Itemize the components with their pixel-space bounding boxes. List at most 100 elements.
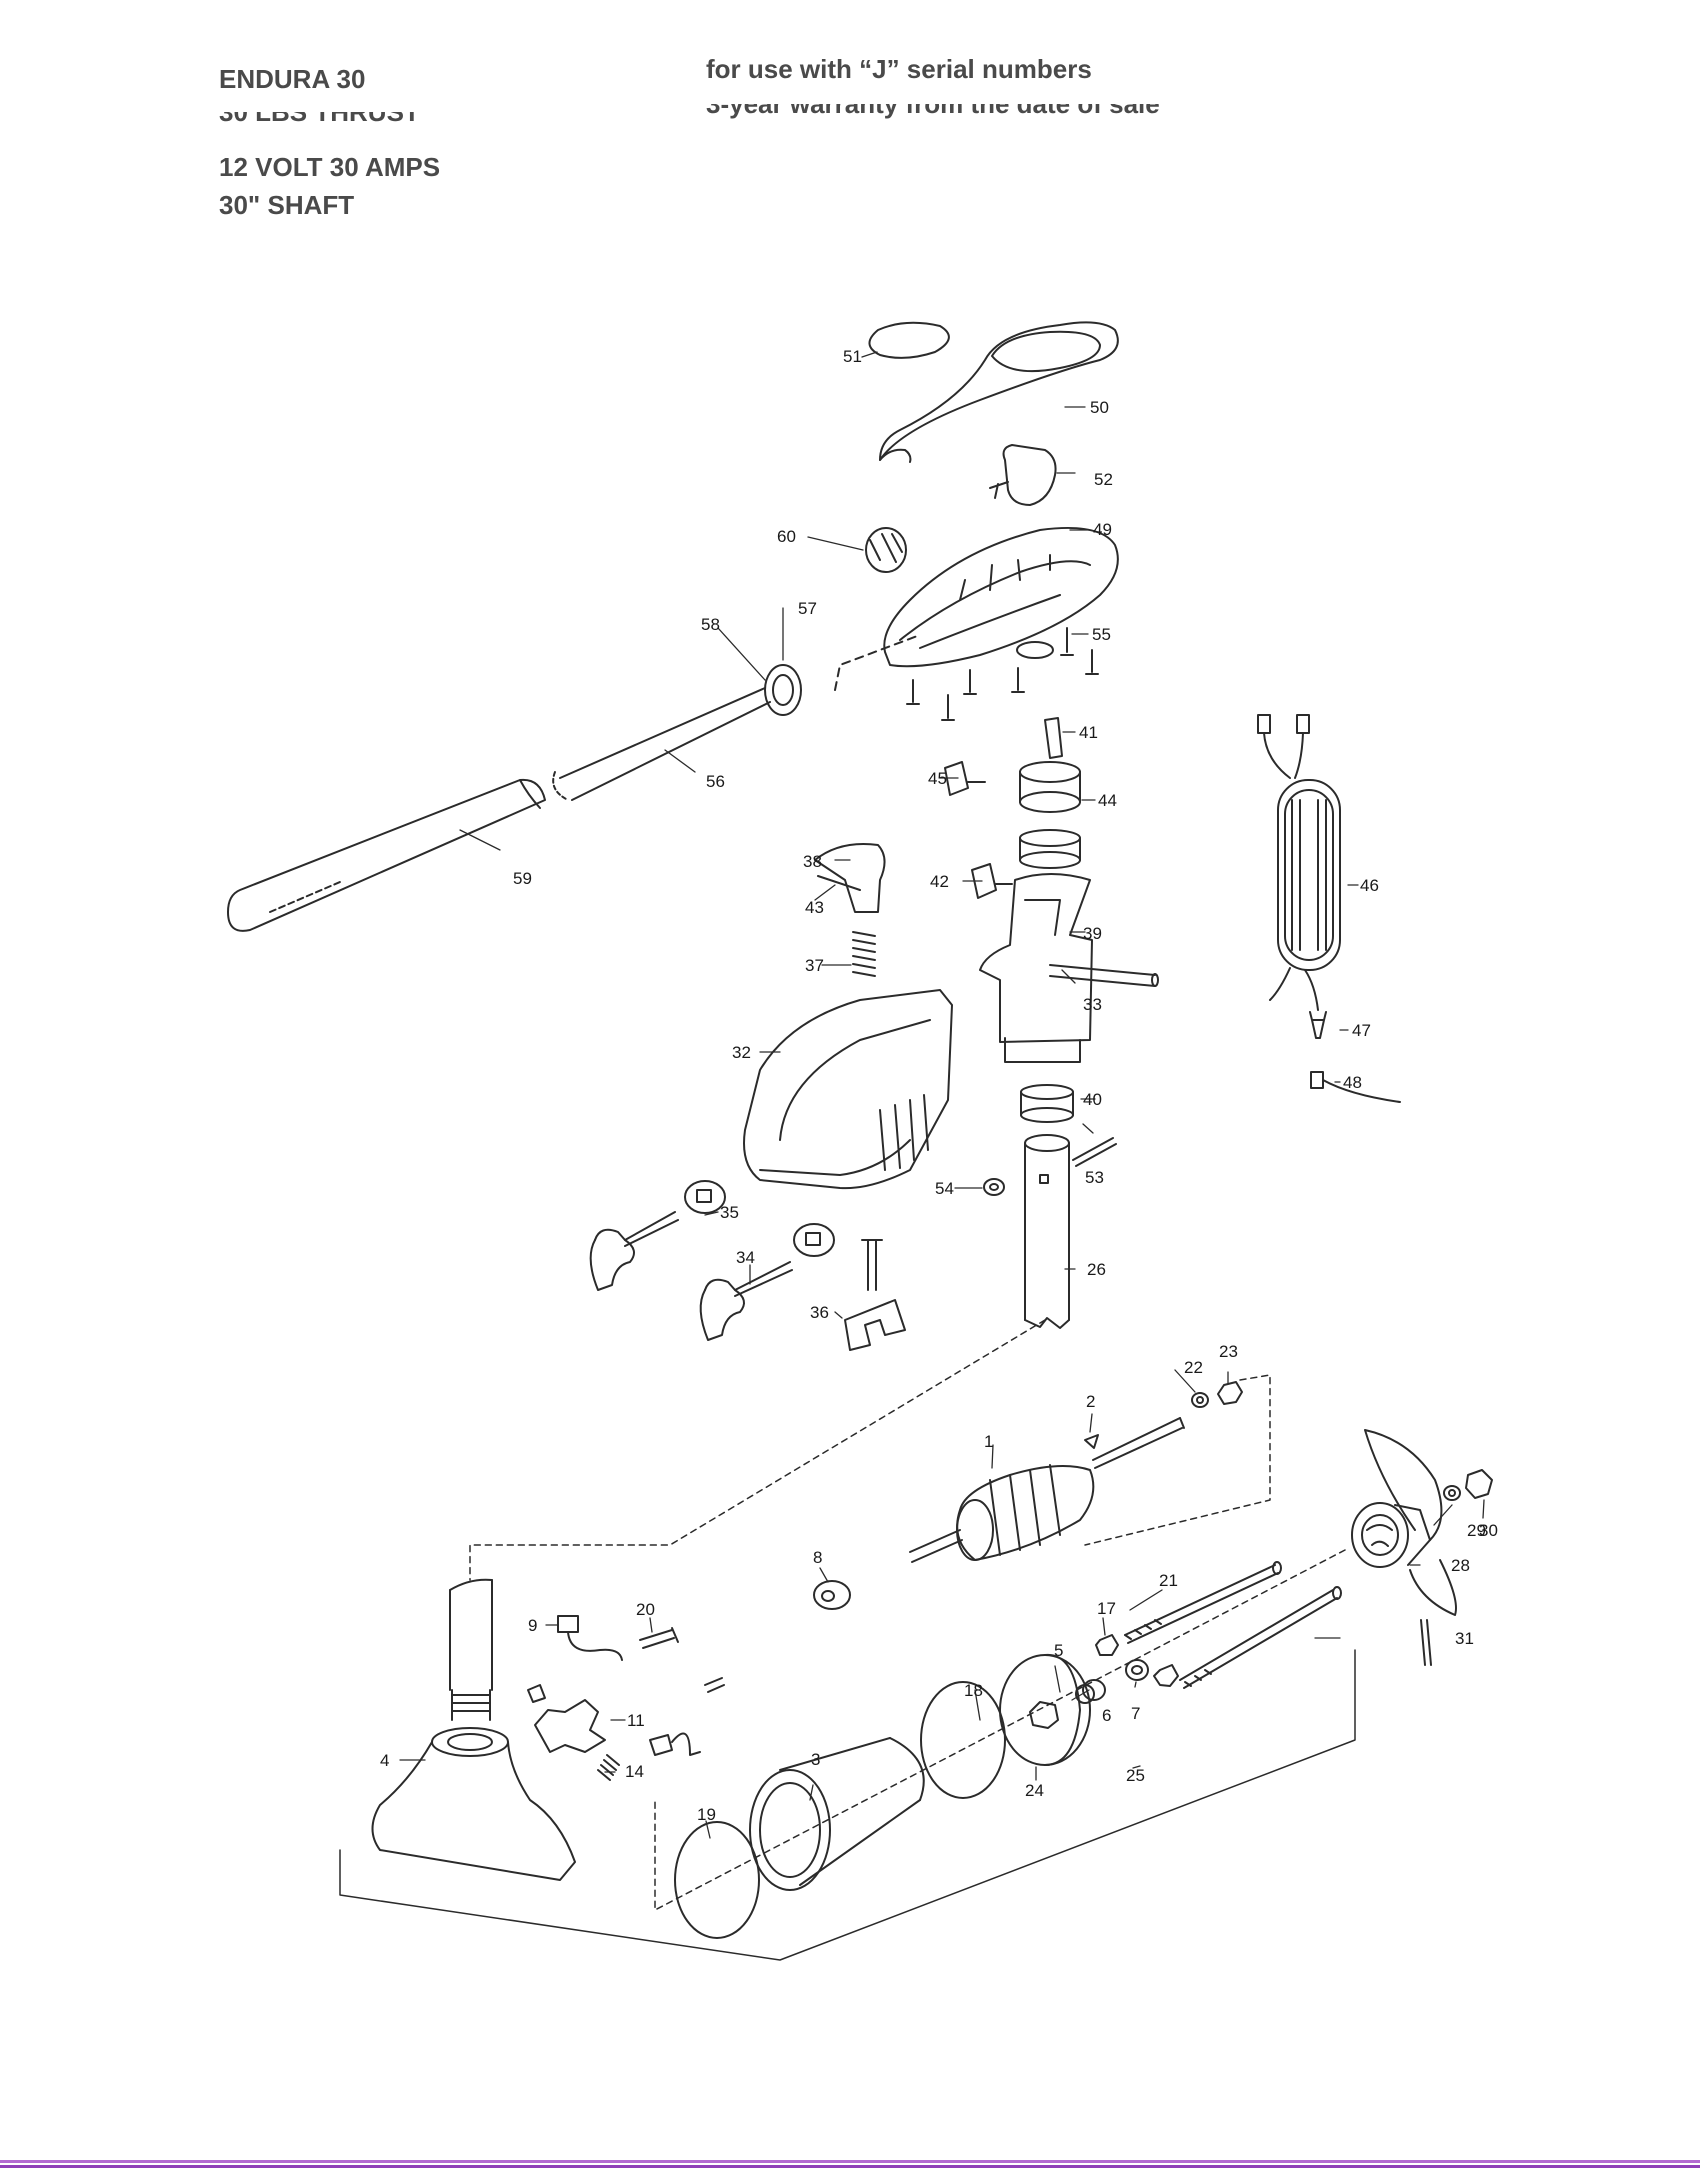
part-3-motor-can [749,1737,925,1891]
label-35: 35 [720,1203,739,1222]
part-11-brush-plate [527,1677,725,1756]
label-44: 44 [1098,791,1117,810]
label-51: 51 [843,347,862,366]
label-9: 9 [528,1616,537,1635]
part-7-seal [1125,1659,1149,1681]
part-9-brush [557,1615,623,1661]
label-39: 39 [1083,924,1102,943]
label-36: 36 [810,1303,829,1322]
label-40: 40 [1083,1090,1102,1109]
part-50-top-cover [879,321,1119,463]
part-30-prop-nut [1465,1469,1493,1499]
part-49-motor-head [883,526,1119,668]
label-8: 8 [813,1548,822,1567]
part-54-nut [983,1178,1005,1196]
part-34-clamp-screws [589,1211,793,1341]
part-17-washer [1095,1634,1119,1656]
part-44-bushing [1019,829,1081,869]
part-60-knob [865,527,907,573]
part-14-spring [597,1754,620,1781]
label-20: 20 [636,1600,655,1619]
part-26-column [1024,1134,1070,1329]
label-17: 17 [1097,1599,1116,1618]
label-24: 24 [1025,1781,1044,1800]
label-55: 55 [1092,625,1111,644]
model-title: ENDURA 30 [219,64,366,94]
thrust-spec: 30 LBS THRUST [219,112,420,127]
assembly-base-lines [339,1649,1356,1961]
part-18-o-ring [920,1681,1006,1799]
part-39-bracket [979,873,1093,1063]
label-50: 50 [1090,398,1109,417]
part-42-knob [971,863,1013,899]
part-37-spring [852,931,876,977]
callout-labels: 51 50 5 2 60 4 9 55 57 58 56 59 41 45 44 3… [380,347,1498,1824]
part-38-lever [814,843,886,913]
label-42: 42 [930,872,949,891]
part-19-o-ring [674,1821,760,1939]
part-48-fuse-lead [1310,1071,1401,1103]
label-11: 11 [627,1711,645,1730]
label-5: 5 [1054,1641,1063,1660]
label-54: 54 [935,1179,954,1198]
label-14: 14 [625,1762,644,1781]
label-53: 53 [1085,1168,1104,1187]
label-59: 59 [513,869,532,888]
label-57: 57 [798,599,817,618]
label-1: 1 [984,1432,993,1451]
label-58: 58 [701,615,720,634]
label-25: 25 [1126,1766,1145,1785]
label-56: 56 [706,772,725,791]
warranty-note: 3-year warranty from the date of sale [706,104,1160,119]
label-4: 4 [380,1751,389,1770]
part-59-handle [227,778,546,932]
part-55-screws [906,627,1099,721]
label-2: 2 [1086,1392,1095,1411]
part-5-end-cap [999,1653,1091,1766]
part-41-clip [1044,717,1063,759]
label-33: 33 [1083,995,1102,1014]
label-22: 22 [1184,1358,1203,1377]
part-20-screw [639,1627,679,1649]
part-24-plate [1029,1701,1059,1729]
label-7: 7 [1131,1704,1140,1723]
shaft-spec: 30" SHAFT [219,190,355,220]
label-3: 3 [811,1750,820,1769]
part-57-collar [764,664,802,716]
part-22-washer [1191,1392,1209,1408]
part-29-washer [1443,1485,1461,1501]
part-35-pads [684,1180,835,1257]
part-47-terminal [1309,1011,1327,1039]
part-40-bushing [1020,1084,1074,1123]
label-32: 32 [732,1043,751,1062]
assembly-boundary-lines [469,1319,1346,1911]
label-47: 47 [1352,1021,1371,1040]
label-19: 19 [697,1805,716,1824]
part-4-lower-housing [371,1578,576,1881]
label-30: 30 [1479,1521,1498,1540]
part-28-propeller [1351,1429,1457,1616]
label-60: 60 [777,527,796,546]
label-26: 26 [1087,1260,1106,1279]
part-36-wrench [844,1239,906,1351]
part-44-collar [1019,761,1081,813]
label-21: 21 [1159,1571,1178,1590]
label-18: 18 [964,1681,983,1700]
label-23: 23 [1219,1342,1238,1361]
label-31: 31 [1455,1629,1474,1648]
label-28: 28 [1451,1556,1470,1575]
part-32-clamp-housing [743,989,953,1190]
label-48: 48 [1343,1073,1362,1092]
label-29: 29 [1467,1521,1486,1540]
page-bottom-rule [0,2160,1700,2168]
label-41: 41 [1079,723,1098,742]
label-37: 37 [805,956,824,975]
label-45: 45 [928,769,947,788]
part-56-tiller [552,634,921,801]
part-52-switch [989,444,1057,506]
part-43-pin [817,875,861,891]
part-53-bolt [1072,1137,1117,1167]
label-34: 34 [736,1248,755,1267]
part-1-armature [909,1417,1185,1563]
